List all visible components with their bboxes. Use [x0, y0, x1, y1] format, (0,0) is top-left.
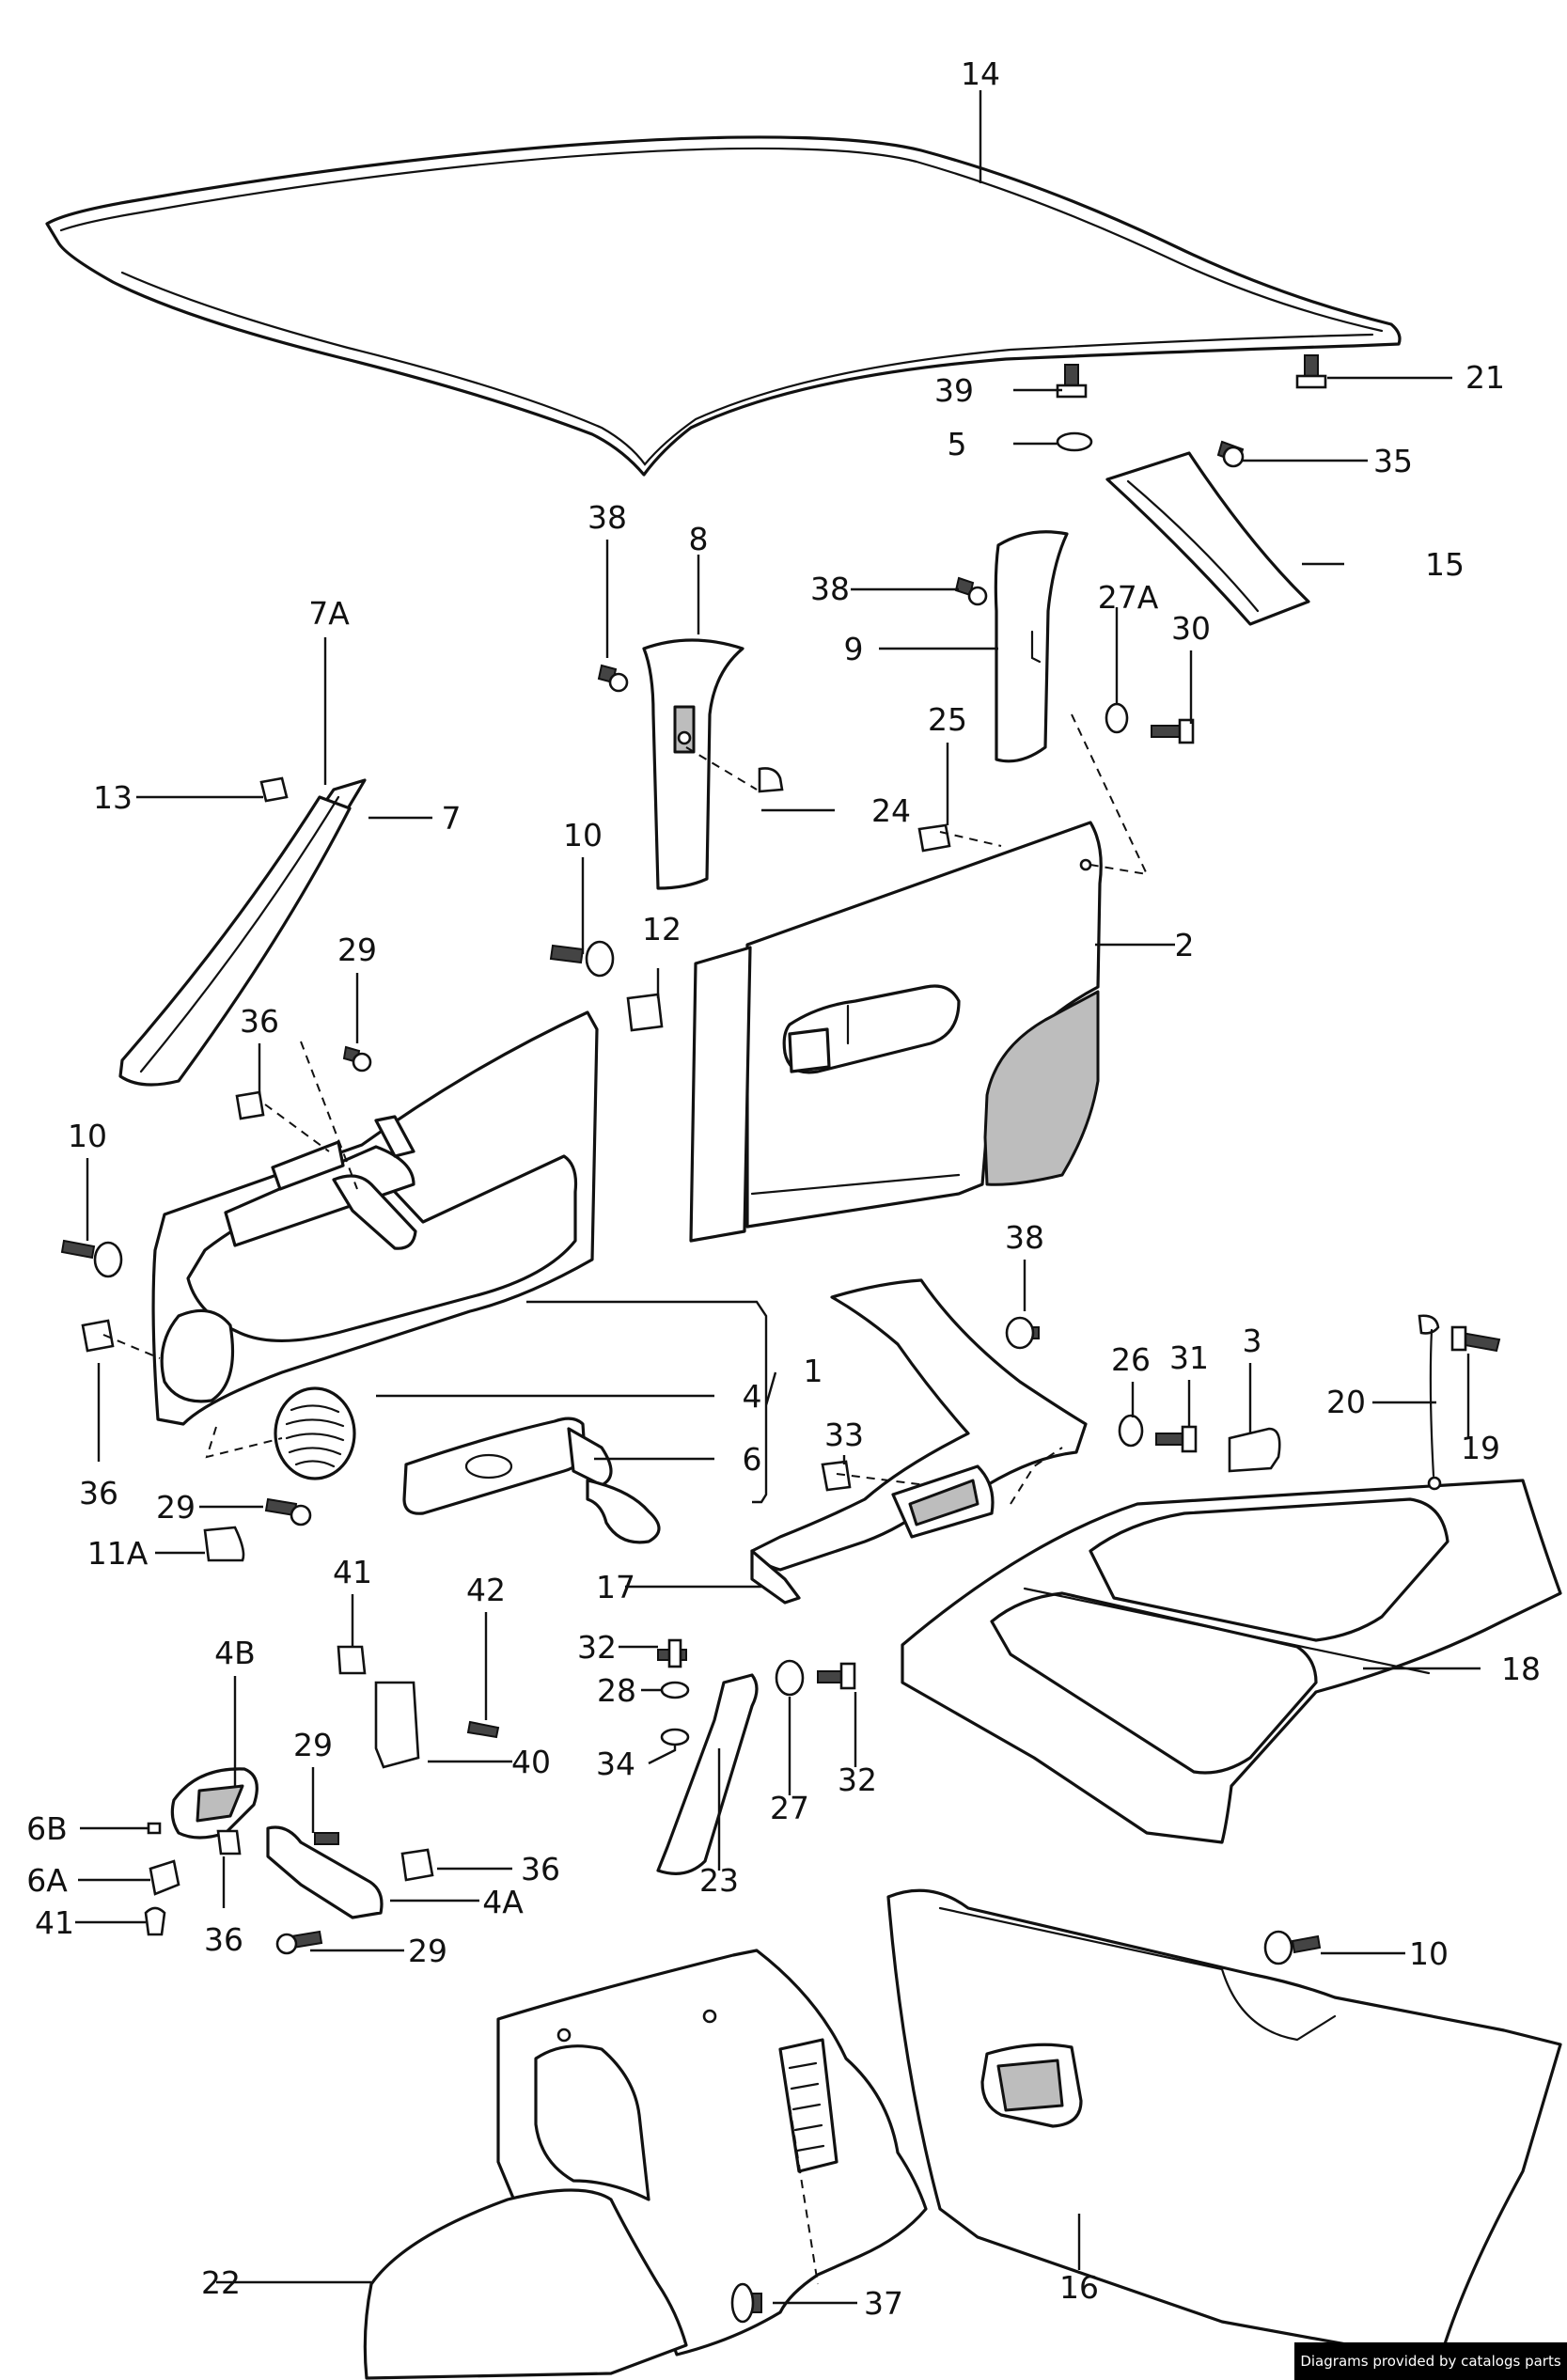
label-3: 3: [1243, 1323, 1262, 1359]
b-pillar-trim: [642, 638, 744, 890]
label-4b: 4B: [214, 1635, 256, 1671]
label-7: 7: [442, 800, 462, 837]
label-5: 5: [948, 426, 967, 462]
label-2: 2: [1175, 927, 1195, 963]
label-42: 42: [466, 1572, 506, 1608]
label-37: 37: [864, 2285, 903, 2322]
label-8: 8: [689, 521, 709, 557]
label-20: 20: [1326, 1384, 1366, 1420]
label-24: 24: [871, 792, 911, 829]
label-17: 17: [596, 1569, 635, 1605]
label-22: 22: [201, 2264, 241, 2301]
label-38-b: 38: [810, 571, 850, 607]
label-6: 6: [743, 1441, 762, 1478]
label-41-a: 41: [333, 1554, 372, 1590]
label-33: 33: [824, 1417, 864, 1453]
label-10-b: 10: [68, 1118, 107, 1154]
label-15: 15: [1425, 546, 1465, 583]
label-16: 16: [1059, 2269, 1099, 2306]
assembly-lines: [102, 713, 1149, 2285]
label-30: 30: [1171, 610, 1211, 647]
label-21: 21: [1465, 359, 1505, 396]
label-29-c: 29: [293, 1727, 333, 1763]
label-27a: 27A: [1098, 579, 1159, 616]
label-18: 18: [1501, 1651, 1541, 1687]
label-36-a: 36: [240, 1003, 279, 1040]
rear-roof-trim: [1105, 451, 1310, 626]
quarter-trim-panel: [689, 821, 1103, 1243]
label-12: 12: [642, 911, 682, 947]
a-pillar-trim: [118, 778, 367, 1087]
label-10-a: 10: [563, 817, 603, 853]
label-31: 31: [1169, 1339, 1209, 1376]
label-6a: 6A: [26, 1862, 68, 1899]
label-36-b: 36: [79, 1475, 118, 1511]
parcel-shelf: [901, 1479, 1562, 1844]
callout-labels: 14 39 21 5 35 38 8 38 9 15 7A 27A 30 13 …: [26, 55, 1541, 2322]
label-32-a: 32: [577, 1629, 617, 1666]
label-29-d: 29: [408, 1933, 447, 1969]
rear-side-panel: [363, 1949, 928, 2380]
label-35: 35: [1373, 443, 1413, 479]
headliner: [45, 135, 1402, 477]
rear-panel-trim: [886, 1888, 1562, 2361]
label-1: 1: [804, 1353, 823, 1389]
label-19: 19: [1461, 1430, 1500, 1466]
label-40: 40: [511, 1744, 551, 1780]
rear-side-trim: [750, 1278, 1088, 1605]
leader-lines: [75, 90, 1481, 2305]
door-trim-panel: [151, 1010, 661, 1544]
label-13: 13: [93, 779, 133, 816]
label-14: 14: [961, 55, 1000, 92]
label-34: 34: [596, 1746, 635, 1782]
label-9: 9: [844, 631, 864, 667]
fasteners: [60, 354, 1501, 2324]
label-38-a: 38: [588, 499, 627, 536]
label-10-c: 10: [1409, 1935, 1449, 1972]
label-11a: 11A: [87, 1535, 149, 1572]
label-41-b: 41: [35, 1904, 74, 1941]
credit-badge: Diagrams provided by catalogs parts: [1294, 2342, 1567, 2380]
label-36-c: 36: [204, 1921, 243, 1958]
rear-pillar-trim: [994, 530, 1069, 763]
label-36-d: 36: [521, 1851, 560, 1887]
label-25: 25: [928, 701, 967, 738]
label-39: 39: [934, 372, 974, 409]
label-6b: 6B: [26, 1810, 68, 1847]
label-27: 27: [770, 1790, 809, 1826]
label-29-a: 29: [337, 932, 377, 968]
label-38-c: 38: [1005, 1219, 1044, 1256]
label-26: 26: [1111, 1341, 1151, 1378]
label-7a: 7A: [308, 595, 350, 632]
label-4a: 4A: [482, 1884, 524, 1920]
label-23: 23: [699, 1862, 739, 1899]
label-29-b: 29: [156, 1489, 196, 1526]
label-4: 4: [743, 1378, 762, 1415]
label-28: 28: [597, 1672, 636, 1709]
label-32-b: 32: [838, 1762, 877, 1798]
